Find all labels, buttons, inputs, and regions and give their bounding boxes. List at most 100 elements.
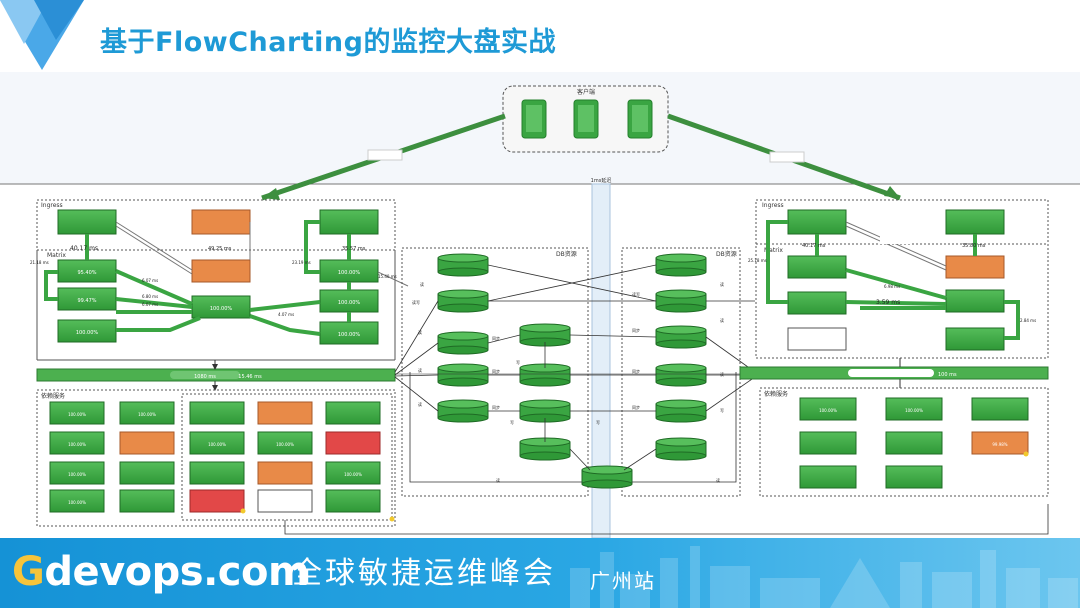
db-edge-label: 写 — [596, 420, 600, 425]
matrix-value: 100.00% — [76, 330, 98, 336]
db-edge-label: 同步 — [492, 368, 500, 374]
slide-footer: Gdevops.com 全球敏捷运维峰会 广州站 — [0, 538, 1080, 608]
phone-icon — [627, 99, 653, 139]
right-matrix-node-orange — [945, 255, 1005, 279]
dep-value: 100.00% — [276, 442, 294, 447]
flowcharting-diagram: 1ms延迟 客户端 Ingress Matrix 95.40% 99.47% 1… — [0, 72, 1080, 538]
right-ingress-node — [945, 209, 1005, 235]
brand-tld: .com — [203, 549, 310, 595]
left-db-box — [401, 247, 589, 497]
dep-value: 100.00% — [819, 408, 837, 413]
right-deps-box — [759, 387, 1049, 497]
right-matrix-node — [945, 289, 1005, 313]
dep-value: 100.00% — [344, 472, 362, 477]
phone-icon — [573, 99, 599, 139]
db-edge-label: 写 — [720, 408, 724, 413]
dep-value: 100.00% — [138, 412, 156, 417]
edge-latency-label: 40.17 ms — [802, 243, 826, 249]
edge-latency-label: 6.07 ms — [142, 302, 158, 307]
left-ingress-node — [319, 209, 379, 235]
edge-latency-label: 2.84 ms — [1020, 318, 1036, 323]
edge-latency-label: 15.40 ms — [378, 274, 397, 279]
db-edge-label: 读 — [420, 281, 424, 287]
db-edge-label: 读 — [418, 401, 422, 407]
bus-value: 15.46 ms — [238, 374, 262, 380]
db-edge-label: 读 — [716, 477, 720, 483]
edge-latency-label: 6.98 ms — [884, 284, 900, 289]
matrix-value: 100.00% — [338, 332, 360, 338]
db-edge-label: 读 — [418, 367, 422, 373]
db-edge-label: 读 — [720, 281, 724, 287]
matrix-value: 100.00% — [210, 306, 232, 312]
edge-latency-label: 23.19 ms — [292, 260, 311, 265]
dep-value: 100.00% — [68, 442, 86, 447]
right-matrix-node — [945, 327, 1005, 351]
dep-value: 100.00% — [905, 408, 923, 413]
edge-latency-label: 25.18 ms — [748, 258, 767, 263]
edge-latency-label: 49.25 ms — [208, 246, 232, 252]
center-label: 1ms延迟 — [591, 177, 612, 184]
db-edge-label: 读 — [496, 477, 500, 483]
db-edge-label: 读写 — [412, 299, 420, 305]
page-title: 基于FlowCharting的监控大盘实战 — [100, 27, 556, 58]
event-city: 广州站 — [590, 569, 656, 593]
right-db-label: DB资源 — [716, 250, 737, 258]
right-matrix-node — [787, 291, 847, 315]
edge-latency-label: 6.07 ms — [142, 278, 158, 283]
logo-triangle-icon — [0, 0, 84, 70]
edge-latency-label: 40.17 ms — [70, 245, 98, 252]
warning-icon — [389, 516, 395, 522]
bus-value: 100 ms — [938, 372, 957, 378]
db-edge-label: 同步 — [632, 368, 640, 374]
left-db-label: DB资源 — [556, 250, 577, 258]
matrix-value: 99.47% — [77, 298, 96, 304]
left-ingress-node — [57, 209, 117, 235]
db-edge-label: 写 — [516, 360, 520, 365]
db-edge-label: 同步 — [492, 335, 500, 341]
edge-latency-label: 6.80 ms — [142, 294, 158, 299]
db-edge-label: 读写 — [632, 291, 640, 297]
brand-name: devops — [44, 549, 204, 595]
edge-latency-label: 35.80 ms — [962, 243, 986, 249]
db-edge-label: 同步 — [632, 404, 640, 410]
event-name: 全球敏捷运维峰会 — [292, 556, 556, 591]
left-matrix-node-orange — [191, 259, 251, 283]
db-edge-label: 读 — [418, 329, 422, 335]
dep-value: 100.00% — [68, 472, 86, 477]
edge-latency-label: 4.07 ms — [278, 312, 294, 317]
client-label: 客户端 — [577, 88, 595, 96]
db-edge-label: 读 — [720, 371, 724, 377]
left-deps-label: 依赖服务 — [41, 392, 65, 400]
brand-logo: Gdevops.com — [12, 549, 310, 595]
right-deps-grid — [799, 397, 1029, 489]
left-deps-box — [36, 389, 396, 527]
matrix-value: 95.40% — [77, 270, 96, 276]
edge-latency-label: 21.18 ms — [30, 260, 49, 265]
right-ingress-label: Ingress — [762, 202, 784, 209]
dep-value: 100.00% — [208, 442, 226, 447]
left-deps-grid — [49, 401, 381, 513]
dep-value: 100.00% — [68, 412, 86, 417]
skyline-decoration-icon — [570, 546, 1078, 608]
bus-value: 1080 ms — [194, 374, 216, 380]
edge-latency-label: 3.59 ms — [876, 299, 900, 306]
phone-icon — [521, 99, 547, 139]
db-edge-label: 同步 — [492, 404, 500, 410]
matrix-value: 100.00% — [338, 270, 360, 276]
dep-value: 100.00% — [68, 500, 86, 505]
right-matrix-node — [787, 255, 847, 279]
slide-header: 基于FlowCharting的监控大盘实战 — [0, 0, 1080, 72]
right-matrix-node — [787, 327, 847, 351]
warning-icon — [1023, 451, 1029, 457]
db-cylinders — [437, 253, 707, 489]
right-ingress-node — [787, 209, 847, 235]
left-matrix-box — [36, 249, 396, 361]
right-matrix-label: Matrix — [764, 247, 783, 254]
db-edge-label: 写 — [510, 420, 514, 425]
left-ingress-label: Ingress — [41, 202, 63, 209]
left-ingress-node-orange — [191, 209, 251, 235]
client-group: 客户端 — [502, 85, 669, 153]
matrix-value: 100.00% — [338, 300, 360, 306]
db-edge-label: 读 — [720, 317, 724, 323]
edge-latency-label: 35.57 ms — [342, 246, 366, 252]
